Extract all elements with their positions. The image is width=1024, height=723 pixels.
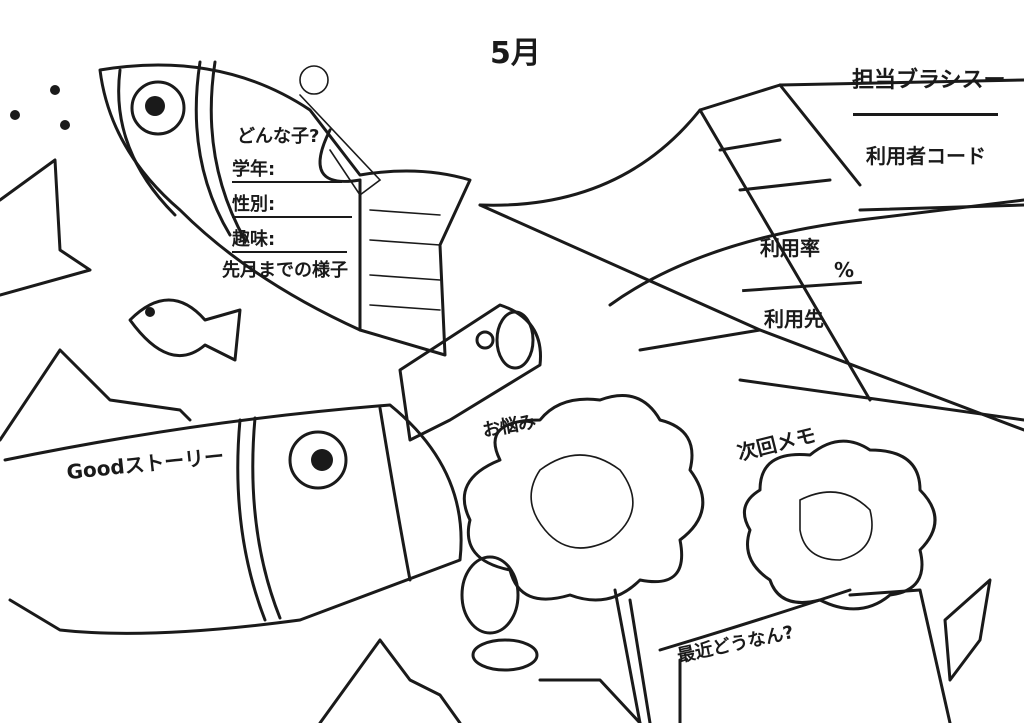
stem-lines bbox=[658, 588, 852, 723]
usage-rate-label: 利用率 bbox=[760, 236, 820, 260]
flower-right-illustration bbox=[742, 439, 992, 723]
fin-left-top bbox=[0, 158, 92, 297]
fin-bottom bbox=[318, 638, 462, 723]
last-month-label: 先月までの様子 bbox=[222, 260, 348, 281]
carp-bottom-illustration bbox=[3, 403, 463, 635]
beetle-illustration bbox=[460, 555, 539, 672]
month-title: 5月 bbox=[490, 36, 541, 71]
user-code-label: 利用者コード bbox=[866, 144, 986, 168]
gender-field: 性別: bbox=[232, 190, 352, 218]
profile-title: どんな子? bbox=[237, 126, 320, 147]
percent-sign: % bbox=[834, 258, 855, 282]
leaf-bottom bbox=[538, 678, 642, 723]
hobby-field: 趣味: bbox=[232, 225, 347, 253]
staff-label: 担当ブラシスー bbox=[852, 68, 1006, 93]
grade-field: 学年: bbox=[232, 155, 342, 183]
small-fish-illustration bbox=[128, 298, 242, 362]
carp-top-illustration bbox=[98, 60, 472, 357]
staff-underline bbox=[853, 113, 998, 116]
carp-right-illustration bbox=[478, 78, 1024, 432]
fin-left-mid bbox=[0, 348, 192, 442]
carp-small-illustration bbox=[398, 303, 542, 442]
destination-label: 利用先 bbox=[764, 307, 824, 331]
